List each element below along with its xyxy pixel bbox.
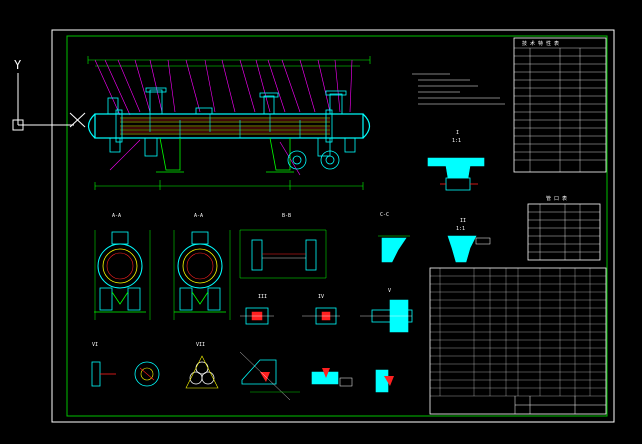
detail-vii-view: VII bbox=[185, 342, 219, 389]
detail-iv-view: IV bbox=[302, 294, 340, 325]
section-c-c-view: C-C bbox=[378, 212, 410, 263]
nozzle-table-title: 管 口 表 bbox=[546, 195, 567, 202]
detail-i-view: I 1:1 bbox=[427, 130, 485, 191]
detail-6-label: VI bbox=[92, 342, 98, 348]
detail-3-label: III bbox=[258, 294, 267, 300]
view-1-scale: 1:1 bbox=[452, 138, 461, 144]
detail-2-label: II bbox=[460, 218, 466, 224]
section-b-b-view: B-B bbox=[239, 213, 327, 279]
drawing-border bbox=[66, 35, 608, 417]
section-c-label: C-C bbox=[380, 212, 389, 218]
paper-frame bbox=[51, 29, 615, 423]
detail-ii-view: II 1:1 bbox=[447, 218, 491, 263]
detail-4-label: IV bbox=[318, 294, 324, 300]
section-a2-label: A-A bbox=[194, 213, 203, 219]
detail-iii-view: III bbox=[240, 294, 274, 325]
spec-table-title: 技 术 特 性 表 bbox=[522, 40, 559, 47]
ucs-y-label: Y bbox=[14, 58, 22, 72]
technical-notes bbox=[412, 73, 505, 105]
detail-5-label: V bbox=[388, 288, 391, 294]
weld-detail-mid bbox=[311, 368, 353, 387]
section-a-label: A-A bbox=[112, 213, 121, 219]
weld-detail-right bbox=[375, 369, 394, 393]
ucs-axis-icon: Y bbox=[12, 58, 86, 131]
detail-vi-view: VI bbox=[91, 342, 160, 387]
detail-v-view: V bbox=[360, 288, 413, 333]
technical-spec-table: 技 术 特 性 表 bbox=[513, 37, 607, 173]
section-a-a-view: A-A bbox=[94, 213, 151, 320]
section-a-a-second-view: A-A bbox=[173, 213, 231, 320]
view-2-scale: 1:1 bbox=[456, 226, 465, 232]
nozzle-table: 管 口 表 bbox=[527, 195, 601, 261]
section-b-label: B-B bbox=[282, 213, 291, 219]
main-elevation-view bbox=[87, 56, 371, 190]
parts-list-table bbox=[429, 267, 607, 415]
detail-7-label: VII bbox=[196, 342, 205, 348]
weld-detail-left bbox=[239, 351, 300, 401]
detail-1-label: I bbox=[456, 130, 459, 136]
